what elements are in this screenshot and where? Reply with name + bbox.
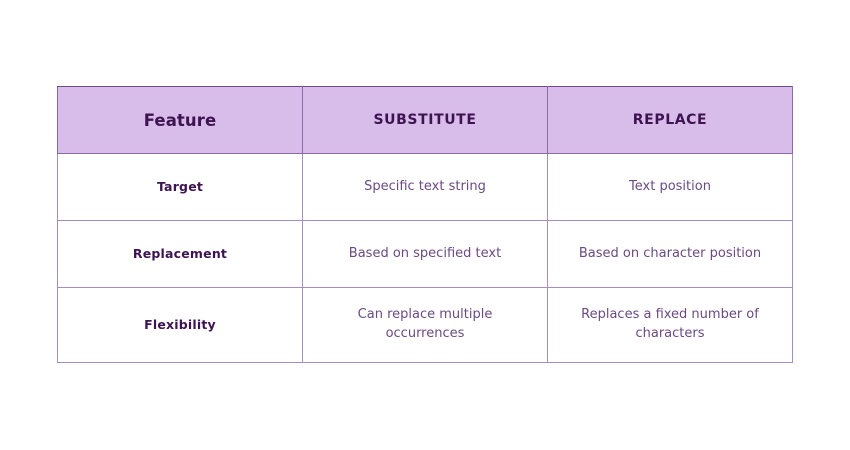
- cell-substitute: Based on specified text: [302, 220, 548, 288]
- cell-feature: Flexibility: [57, 287, 303, 363]
- column-header-replace: REPLACE: [547, 86, 793, 154]
- cell-feature: Replacement: [57, 220, 303, 288]
- column-header-feature: Feature: [57, 86, 303, 154]
- table-body: Target Specific text string Text positio…: [57, 153, 793, 363]
- table-row: Flexibility Can replace multiple occurre…: [57, 287, 793, 363]
- table-header-row: Feature SUBSTITUTE REPLACE: [57, 86, 793, 154]
- table-header: Feature SUBSTITUTE REPLACE: [57, 86, 793, 154]
- column-header-substitute: SUBSTITUTE: [302, 86, 548, 154]
- cell-substitute: Specific text string: [302, 153, 548, 221]
- cell-replace: Replaces a fixed number of characters: [547, 287, 793, 363]
- substitute-vs-replace-comparison-table: Feature SUBSTITUTE REPLACE Target Specif…: [57, 86, 793, 363]
- cell-replace: Based on character position: [547, 220, 793, 288]
- cell-replace: Text position: [547, 153, 793, 221]
- cell-feature: Target: [57, 153, 303, 221]
- cell-substitute: Can replace multiple occurrences: [302, 287, 548, 363]
- table-row: Target Specific text string Text positio…: [57, 153, 793, 221]
- table-row: Replacement Based on specified text Base…: [57, 220, 793, 288]
